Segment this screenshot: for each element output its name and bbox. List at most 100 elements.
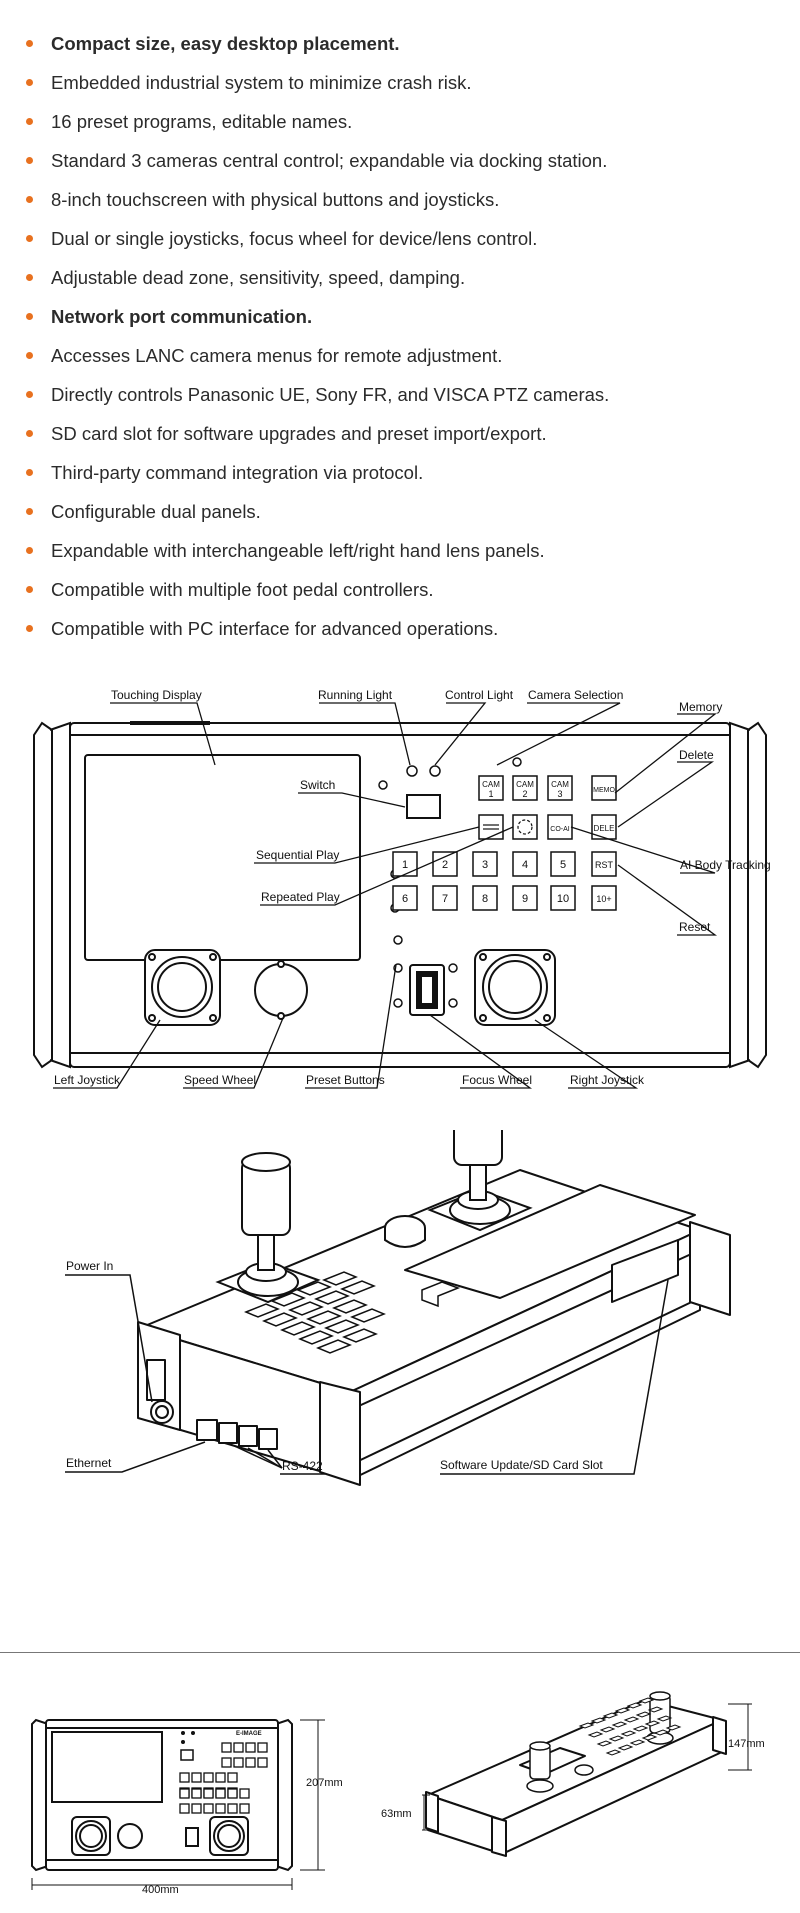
rs422-port-1 — [218, 1422, 238, 1444]
right-joystick-label: Right Joystick — [570, 1073, 645, 1087]
feature-text: Configurable dual panels. — [51, 501, 261, 522]
speed-wheel — [254, 963, 308, 1017]
feature-text: Dual or single joysticks, focus wheel fo… — [51, 228, 538, 249]
memory-label: Memory — [679, 700, 722, 714]
dim-iso-keypad-key — [641, 1734, 658, 1741]
rs422-label: RS-422 — [282, 1459, 323, 1473]
dim-keypad-key — [203, 1803, 214, 1814]
feature-text: Expandable with interchangeable left/rig… — [51, 540, 545, 561]
bullet-icon — [26, 547, 33, 554]
sequential-play-label: Sequential Play — [256, 848, 339, 862]
preset-3-label: 3 — [482, 859, 488, 871]
memo-button — [591, 775, 617, 801]
focus-wheel-label: Focus Wheel — [462, 1073, 532, 1087]
dim-iso-keypad-key — [638, 1697, 655, 1704]
feature-text: Standard 3 cameras central control; expa… — [51, 150, 608, 171]
feature-item: Network port communication. — [0, 297, 800, 336]
dim-keypad-key — [203, 1772, 214, 1783]
depth-dimension-label: 147mm — [728, 1738, 765, 1750]
dim-keypad-key — [179, 1772, 190, 1783]
running-light — [406, 765, 418, 777]
dele-label: DELE — [594, 824, 615, 833]
speed-wheel-label: Speed Wheel — [184, 1073, 256, 1087]
dim-iso-keypad-key — [665, 1724, 682, 1731]
dim-keypad-key — [215, 1788, 226, 1799]
dim-brand-label: E-IMAGE — [236, 1731, 262, 1737]
memo-label: MEMO — [593, 787, 615, 794]
dim-keypad-key — [179, 1803, 190, 1814]
cam2-label: 2 — [522, 789, 527, 799]
power-in-label: Power In — [66, 1259, 113, 1273]
preset-7-label: 7 — [442, 893, 448, 905]
reset-label: Reset — [679, 920, 711, 934]
repeated-play-label: Repeated Play — [261, 890, 340, 904]
feature-text: 16 preset programs, editable names. — [51, 111, 353, 132]
feature-item: Third-party command integration via prot… — [0, 453, 800, 492]
feature-text: 8-inch touchscreen with physical buttons… — [51, 189, 500, 210]
control-light — [429, 765, 441, 777]
repeated-play-button — [512, 814, 538, 840]
dim-keypad-key — [227, 1772, 238, 1783]
switch-label: Switch — [300, 778, 335, 792]
preset-9-label: 9 — [522, 893, 528, 905]
sd-slot-label: Software Update/SD Card Slot — [440, 1458, 603, 1472]
feature-text: Compatible with PC interface for advance… — [51, 618, 499, 639]
rear-ports-diagram: Power In Ethernet RS-422 Software Update… — [65, 1130, 731, 1486]
dimension-diagrams: E-IMAGE 400mm 207mm — [31, 1691, 765, 1896]
cam3-top-label: CAM — [551, 780, 569, 789]
cam3-button — [547, 775, 573, 801]
left-handle — [33, 721, 53, 1069]
dim-iso-keypad-key — [605, 1749, 622, 1756]
bullet-icon — [26, 157, 33, 164]
rst-button — [591, 851, 617, 877]
dim-speed-wheel — [117, 1823, 143, 1849]
thickness-dimension-label: 63mm — [381, 1808, 412, 1820]
dim-iso-keypad-key — [656, 1715, 673, 1722]
dim-keypad-key — [191, 1803, 202, 1814]
dim-iso-keypad-key — [635, 1711, 652, 1718]
dim-iso-keypad-key — [647, 1706, 664, 1713]
iso-right-joystick — [453, 1130, 503, 1166]
feature-item: Compatible with PC interface for advance… — [0, 609, 800, 648]
feature-item: 8-inch touchscreen with physical buttons… — [0, 180, 800, 219]
dim-keypad-key — [203, 1788, 214, 1799]
iso-touch-display — [404, 1184, 696, 1299]
ai-body-tracking-label: AI Body Tracking — [680, 858, 771, 872]
bullet-icon — [26, 625, 33, 632]
feature-text: Directly controls Panasonic UE, Sony FR,… — [51, 384, 610, 405]
feature-item: 16 preset programs, editable names. — [0, 102, 800, 141]
dim-keypad-key — [179, 1788, 190, 1799]
feature-item: Directly controls Panasonic UE, Sony FR,… — [0, 375, 800, 414]
bullet-icon — [26, 391, 33, 398]
bullet-icon — [26, 235, 33, 242]
preset-10plus-label: 10+ — [596, 894, 611, 904]
rs422-port-2 — [238, 1425, 258, 1447]
sd-card-slot — [611, 1239, 679, 1303]
feature-item: Standard 3 cameras central control; expa… — [0, 141, 800, 180]
dim-iso-keypad-key — [614, 1707, 631, 1714]
cam3-label: 3 — [557, 789, 562, 799]
dim-iso-keypad-key — [629, 1739, 646, 1746]
dim-iso-keypad-key — [578, 1722, 595, 1729]
dim-front-display — [51, 1731, 163, 1803]
feature-text: Third-party command integration via prot… — [51, 462, 424, 483]
dim-iso-keypad-key — [644, 1720, 661, 1727]
dim-iso-keypad-key — [617, 1744, 634, 1751]
preset-5-label: 5 — [560, 859, 566, 871]
dim-keypad-key — [239, 1788, 250, 1799]
dim-iso-keypad-key — [590, 1717, 607, 1724]
dim-keypad-key — [245, 1742, 256, 1753]
dim-keypad-key — [233, 1757, 244, 1768]
bullet-icon — [26, 352, 33, 359]
dim-iso-keypad-key — [611, 1721, 628, 1728]
feature-text: Accesses LANC camera menus for remote ad… — [51, 345, 503, 366]
feature-text: Compatible with multiple foot pedal cont… — [51, 579, 434, 600]
feature-text: Embedded industrial system to minimize c… — [51, 72, 472, 93]
feature-list: Compact size, easy desktop placement.Emb… — [0, 24, 800, 648]
right-handle — [747, 721, 767, 1069]
dim-keypad-key — [215, 1803, 226, 1814]
dim-keypad-key — [257, 1742, 268, 1753]
preset-2-label: 2 — [442, 859, 448, 871]
cam2-top-label: CAM — [516, 780, 534, 789]
bullet-icon — [26, 469, 33, 476]
